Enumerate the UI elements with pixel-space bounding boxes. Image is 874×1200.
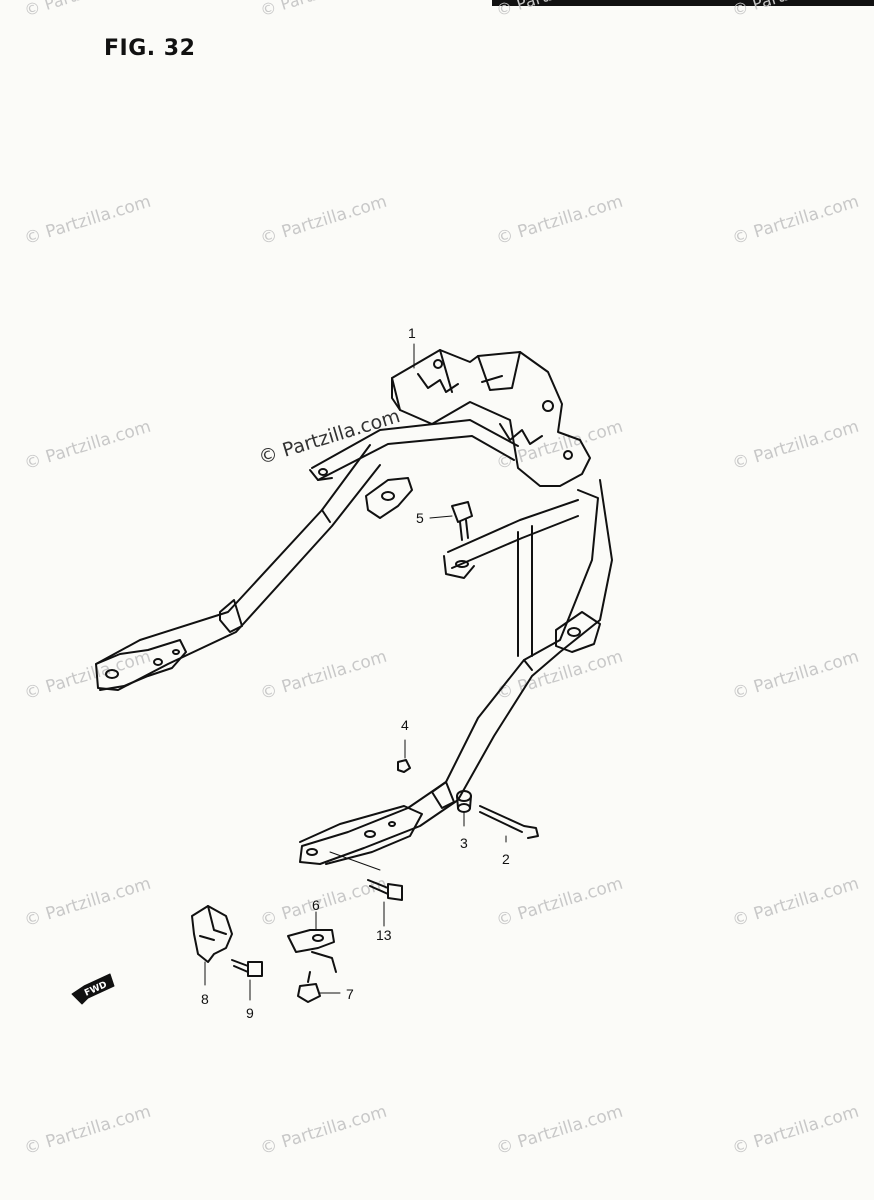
part-9-bolt bbox=[231, 959, 263, 977]
callout-13: 13 bbox=[376, 927, 392, 943]
part-6-clamp bbox=[287, 929, 337, 973]
figure-title: FIG. 32 bbox=[104, 36, 196, 61]
callout-9: 9 bbox=[246, 1005, 254, 1021]
callout-5: 5 bbox=[416, 510, 424, 526]
part-4-nut bbox=[397, 759, 411, 773]
top-border-bar bbox=[492, 0, 874, 6]
callout-4: 4 bbox=[401, 717, 409, 733]
part-13-bolt bbox=[367, 879, 403, 901]
callout-8: 8 bbox=[201, 991, 209, 1007]
callout-6: 6 bbox=[312, 897, 320, 913]
part-8-guide-bracket bbox=[191, 905, 233, 963]
fwd-label: FWD bbox=[83, 980, 109, 999]
forward-direction-arrow bbox=[71, 973, 115, 1005]
callout-7: 7 bbox=[346, 986, 354, 1002]
callout-1: 1 bbox=[408, 325, 416, 341]
part-1-rear-frame bbox=[95, 349, 613, 865]
part-7-nut bbox=[297, 971, 321, 1003]
leader-lines bbox=[204, 343, 507, 1001]
callout-2: 2 bbox=[502, 851, 510, 867]
part-2-rod bbox=[479, 805, 539, 839]
part-5-bolt bbox=[451, 501, 473, 541]
callout-3: 3 bbox=[460, 835, 468, 851]
